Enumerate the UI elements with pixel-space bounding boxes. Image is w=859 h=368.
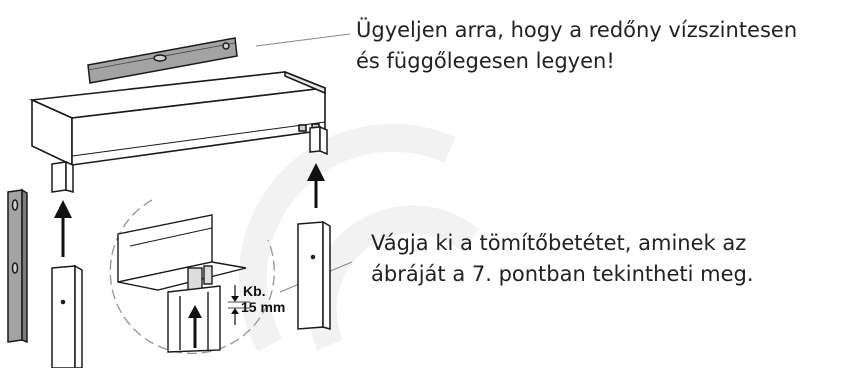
seal-instruction: Vágja ki a tömítőbetétet, aminek az ábrá… <box>371 228 754 290</box>
level-instruction: Ügyeljen arra, hogy a redőny vízszintese… <box>356 15 797 77</box>
callout-measurement: 15 mm <box>241 299 285 315</box>
level-instruction-line1: Ügyeljen arra, hogy a redőny vízszintese… <box>356 18 798 42</box>
guide-rail-left <box>51 264 83 368</box>
level-instruction-line2: és függőlegesen legyen! <box>356 49 615 73</box>
detail-view: Kb. 15 mm <box>109 199 285 355</box>
guide-rail-right <box>297 220 331 330</box>
up-arrow-left <box>54 200 72 257</box>
rail-stub-left <box>51 160 74 193</box>
rail-stub-right <box>309 125 328 156</box>
leader-line-level <box>255 33 351 47</box>
seal-instruction-line1: Vágja ki a tömítőbetétet, aminek az <box>371 231 747 255</box>
callout-label: Kb. <box>243 283 266 299</box>
up-arrow-right <box>307 163 325 208</box>
shutter-box <box>28 70 326 170</box>
spirit-level-top <box>87 37 238 84</box>
spirit-level-vertical <box>7 188 28 344</box>
seal-instruction-line2: ábráját a 7. pontban tekintheti meg. <box>371 262 754 286</box>
